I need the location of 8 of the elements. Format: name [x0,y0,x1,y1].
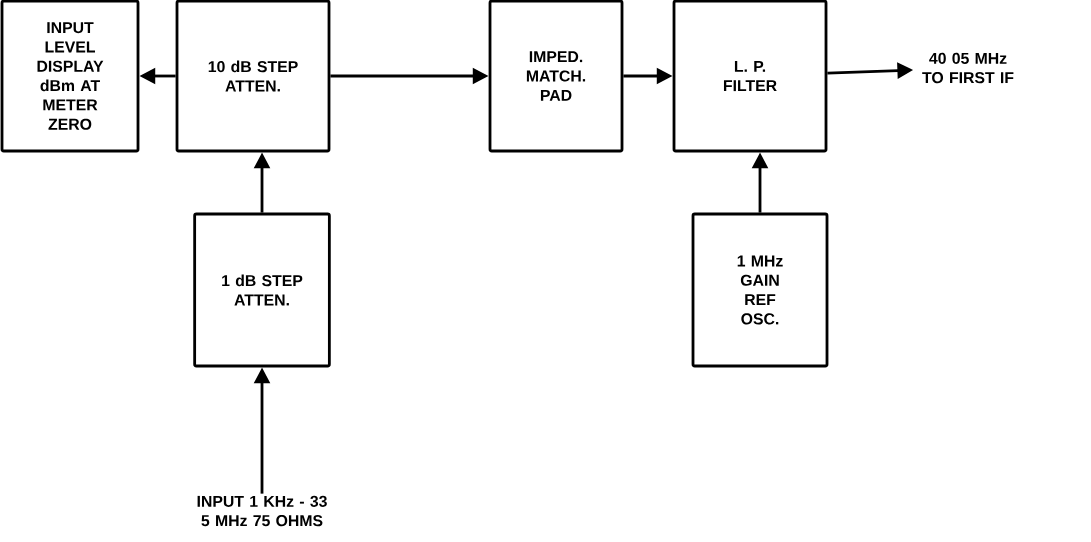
signal-label: 40 05 MHz TO FIRST IF [922,52,1014,84]
process-box: L. P. FILTER [672,0,828,153]
process-box: INPUT LEVEL DISPLAY dBm AT METER ZERO [0,0,140,153]
process-box: IMPED. MATCH. PAD [488,0,624,153]
process-box: 1 dB STEP ATTEN. [193,212,331,368]
process-box: 10 dB STEP ATTEN. [175,0,331,153]
process-box: 1 MHz GAIN REF OSC. [691,212,829,368]
signal-label: INPUT 1 KHz - 33 5 MHz 75 OHMS [197,495,327,527]
